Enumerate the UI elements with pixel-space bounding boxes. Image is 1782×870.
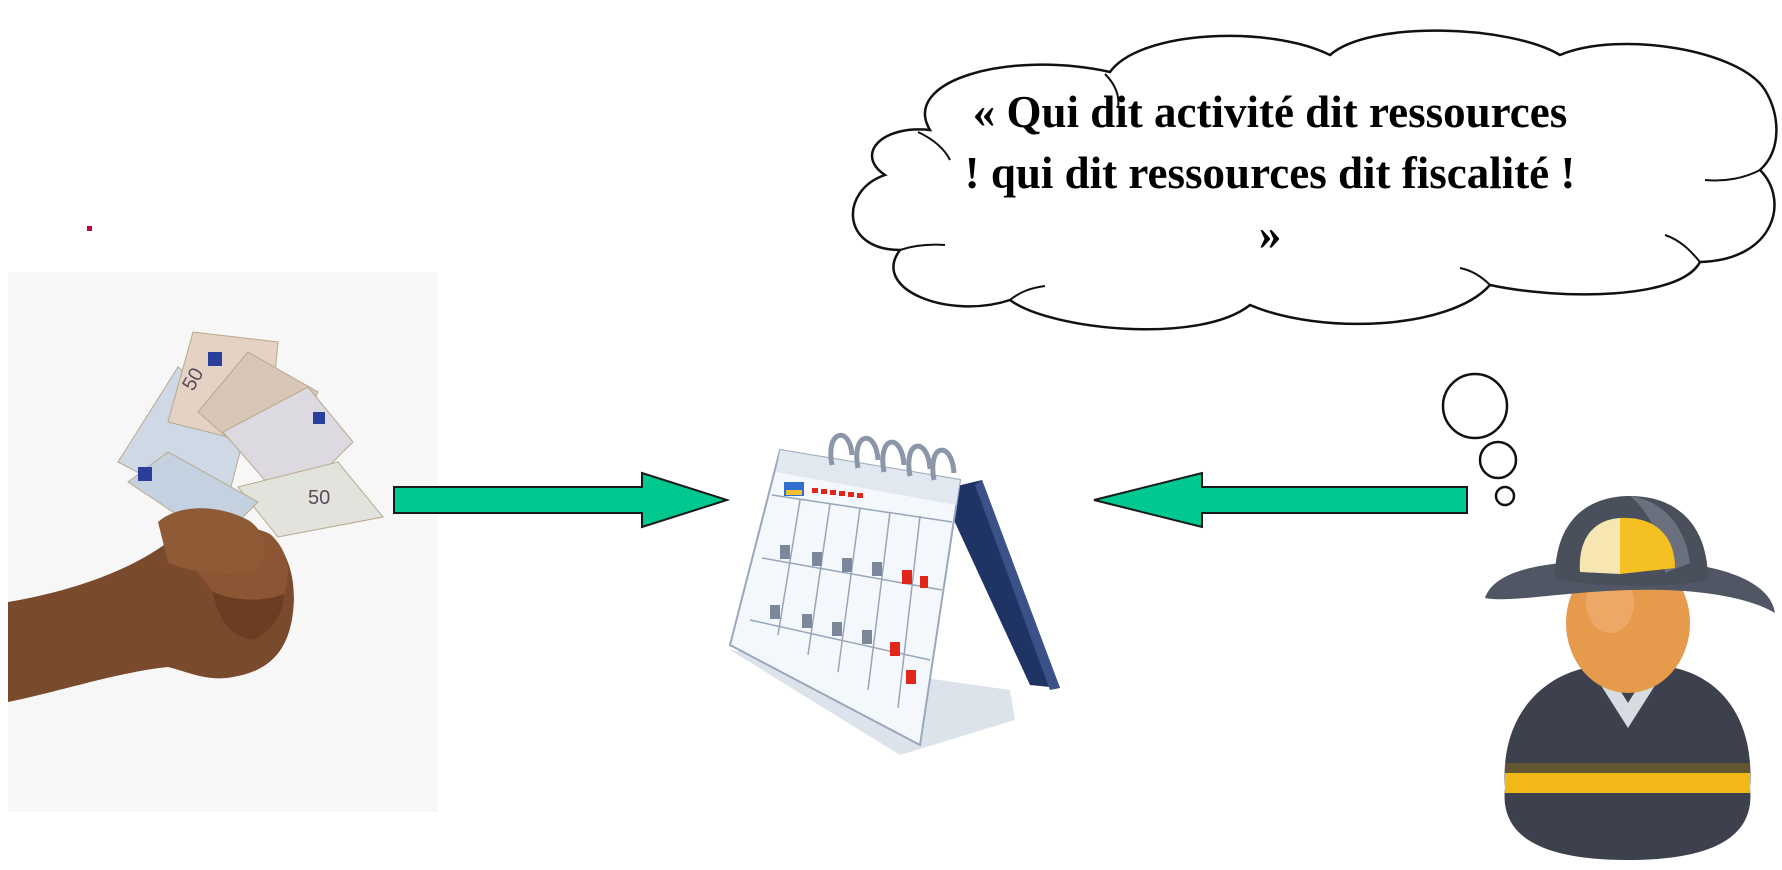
arrow-right-icon xyxy=(393,471,731,529)
thought-trail xyxy=(1441,372,1518,507)
marker-dot xyxy=(87,226,92,231)
arrow-left-icon xyxy=(1093,471,1468,529)
svg-text:50: 50 xyxy=(308,487,330,509)
thought-cloud xyxy=(851,29,1778,331)
money-in-fist-icon: 50 50 xyxy=(8,272,438,812)
desk-calendar-icon xyxy=(728,432,1060,755)
firefighter-icon xyxy=(1485,496,1775,860)
thought-text: « Qui dit activité dit ressources ! qui … xyxy=(964,87,1576,259)
